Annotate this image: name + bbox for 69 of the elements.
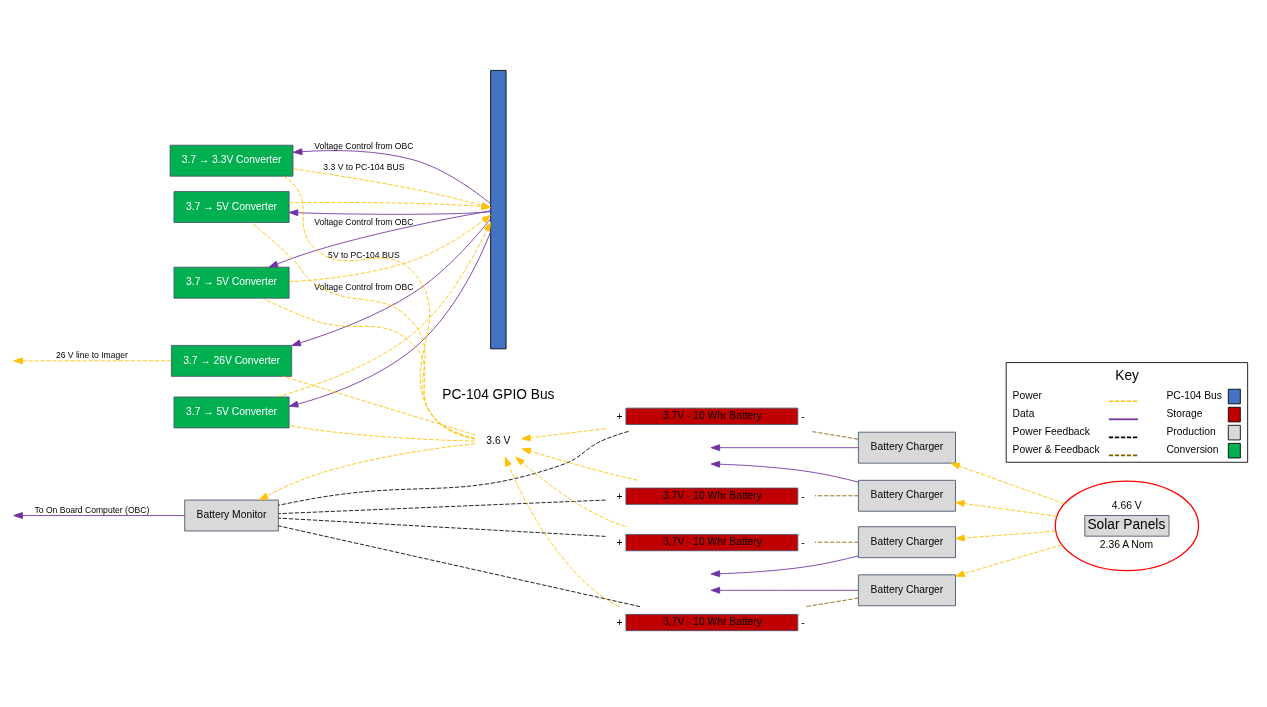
- arrow: [288, 208, 491, 216]
- connector: [278, 524, 641, 607]
- arrow: [955, 530, 1056, 541]
- node-box: 3.7 → 3.3V Converter: [169, 144, 294, 177]
- node-box: 3.7 → 5V Converter: [173, 190, 290, 223]
- node-label: +: [616, 536, 623, 548]
- connector: [262, 297, 476, 439]
- node-box: Battery Charger: [857, 573, 956, 606]
- node-ellipse: 4.66 V Solar Panels 2.36 A Nom: [1054, 479, 1200, 571]
- node-label: -: [801, 536, 805, 548]
- node-box: 3.7 → 5V Converter: [173, 396, 290, 428]
- legend-label: Production: [1166, 425, 1216, 437]
- edge-label: To On Board Computer (OBC): [34, 504, 150, 515]
- node-text: PC-104 GPIO Bus: [442, 386, 555, 402]
- arrow: [515, 456, 627, 527]
- node-box: Battery Charger: [857, 431, 956, 464]
- legend-label: Data: [1012, 407, 1035, 419]
- node-box: 3.7 → 26V Converter: [170, 344, 293, 377]
- edge-label: Voltage Control from OBC: [314, 140, 414, 151]
- node-label: +: [616, 410, 623, 422]
- legend-label: Power & Feedback: [1012, 443, 1100, 455]
- arrow: [710, 460, 859, 482]
- connector: [283, 175, 476, 439]
- connector: [278, 517, 606, 537]
- arrow: [291, 217, 491, 346]
- legend-label: Power Feedback: [1012, 425, 1090, 437]
- arrow: [268, 209, 491, 268]
- connector: [805, 597, 859, 607]
- node-label: -: [801, 616, 805, 628]
- arrow: [258, 442, 476, 500]
- arrow: [955, 543, 1063, 577]
- edge-label: 5V to PC-104 BUS: [328, 249, 400, 260]
- label: Key: [1115, 367, 1139, 383]
- node-box: Battery Monitor: [184, 499, 279, 531]
- node-label: +: [616, 490, 623, 502]
- connector: [810, 430, 859, 440]
- arrow: [710, 443, 859, 451]
- connector: [278, 430, 629, 506]
- legend-label: Power: [1012, 389, 1042, 401]
- arrow: [955, 499, 1058, 517]
- node-text: 3.6 V: [486, 434, 511, 446]
- arrow: [710, 555, 859, 577]
- connector: [251, 221, 476, 439]
- arrow: [292, 147, 491, 204]
- connector: [288, 424, 476, 442]
- arrow: [13, 511, 186, 519]
- arrow: [288, 214, 491, 282]
- connector: [278, 499, 606, 514]
- legend-label: PC-104 Bus: [1166, 389, 1222, 401]
- edge-label: 3.3 V to PC-104 BUS: [323, 161, 405, 172]
- connector: [282, 375, 476, 435]
- arrow: [504, 456, 620, 607]
- arrow: [521, 447, 638, 481]
- node-bar: [490, 69, 507, 349]
- legend-label: Storage: [1166, 407, 1203, 419]
- node-label: -: [801, 410, 805, 422]
- node-box: Battery Charger: [857, 525, 956, 558]
- edge-label: 26 V line to Imager: [55, 349, 128, 360]
- arrow: [950, 462, 1065, 504]
- arrow: [710, 586, 859, 594]
- node-box: 3.7 → 5V Converter: [173, 266, 290, 299]
- node-label: +: [616, 616, 623, 628]
- legend-label: Conversion: [1166, 443, 1219, 455]
- arrow: [13, 356, 172, 364]
- arrow: [521, 427, 606, 441]
- edge-label: Voltage Control from OBC: [314, 281, 414, 292]
- edge-label: Voltage Control from OBC: [314, 216, 414, 227]
- node-label: -: [801, 490, 805, 502]
- node-box: Battery Charger: [857, 479, 956, 512]
